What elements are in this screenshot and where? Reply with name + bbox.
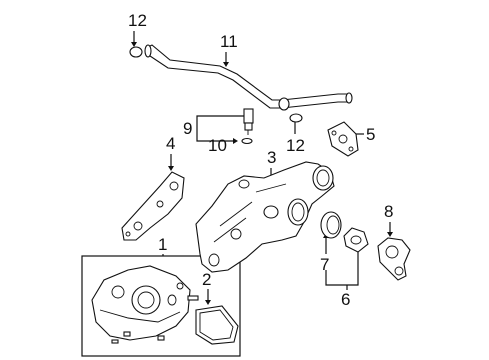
o-ring-12-mid [289, 113, 303, 123]
callout-2: 2 [202, 270, 211, 289]
gasket-4 [121, 171, 185, 241]
thermostat-7 [320, 211, 342, 239]
water-pipe-11 [144, 44, 353, 111]
callout-1: 1 [158, 235, 167, 254]
callout-4: 4 [166, 134, 175, 153]
callout-12-top: 12 [128, 11, 147, 30]
callout-8: 8 [384, 202, 393, 221]
callout-7: 7 [320, 255, 329, 274]
callout-5: 5 [366, 125, 375, 144]
thermostat-seal-6 [343, 227, 369, 253]
callout-10: 10 [208, 136, 227, 155]
o-ring-12-top [129, 46, 143, 58]
callout-3: 3 [267, 148, 276, 167]
callout-11: 11 [220, 32, 238, 51]
callout-12-mid: 12 [286, 136, 305, 155]
water-outlet-housing-3 [195, 161, 335, 273]
gasket-plate-5 [327, 121, 359, 157]
callout-9: 9 [183, 119, 192, 138]
pump-gasket-2 [187, 295, 239, 345]
temp-sensor-9 [243, 108, 254, 135]
washer-10 [241, 137, 253, 145]
water-pump-1 [91, 265, 191, 344]
thermostat-housing-8 [377, 237, 411, 281]
leader-lines [81, 31, 391, 357]
callout-6: 6 [341, 290, 350, 309]
